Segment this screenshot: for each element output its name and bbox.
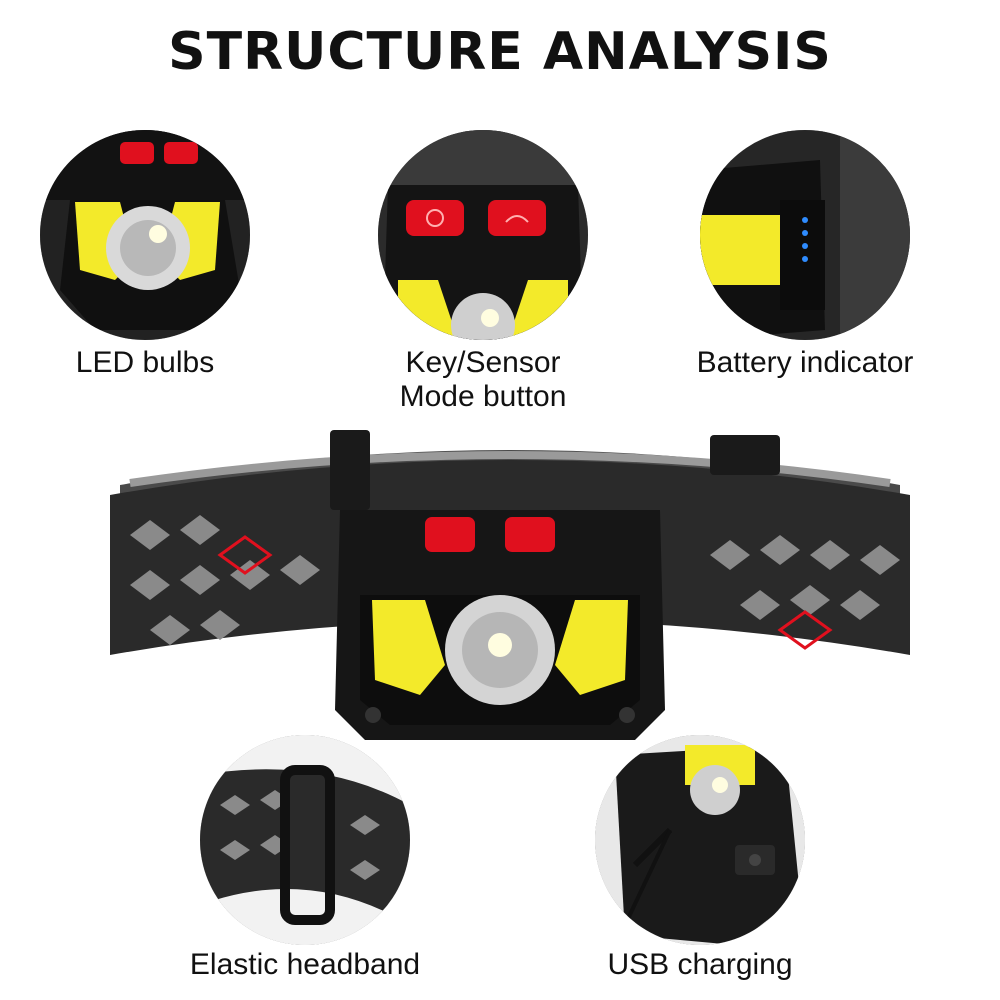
power-button-main — [425, 517, 475, 552]
battery-indicator-label: Battery indicator — [696, 346, 914, 379]
battery-led-2 — [802, 230, 808, 236]
sensor-eye-left — [365, 707, 381, 723]
battery-indicator-closeup — [700, 130, 910, 340]
led-bulbs-closeup — [40, 130, 250, 340]
buckle — [280, 765, 335, 925]
usb-charging-illustration — [595, 735, 805, 945]
sensor-button-shape — [164, 142, 198, 164]
battery-indicator-illustration — [700, 130, 910, 340]
key-sensor-label-line1: Key/Sensor — [405, 346, 561, 379]
key-sensor-illustration — [378, 130, 588, 340]
cob-led-right-main — [555, 600, 628, 695]
power-button-shape — [120, 142, 154, 164]
power-icon — [426, 209, 444, 227]
page-title: STRUCTURE ANALYSIS — [168, 22, 832, 82]
usb-cable — [632, 827, 673, 868]
headband-closeup — [200, 735, 410, 945]
center-led — [149, 225, 167, 243]
usb-charging-label: USB charging — [607, 948, 793, 981]
battery-led-1 — [802, 217, 808, 223]
sensor-wave-icon — [505, 215, 529, 223]
led-bulbs-illustration — [40, 130, 250, 340]
cob-led-left-main — [372, 600, 445, 695]
battery-led-3 — [802, 243, 808, 249]
power-button-shape — [406, 200, 464, 236]
sensor-button-main — [505, 517, 555, 552]
headlamp-main-illustration — [90, 425, 930, 745]
key-sensor-closeup — [378, 130, 588, 340]
headband-label: Elastic headband — [189, 948, 421, 981]
key-sensor-label: Key/Sensor Mode button — [345, 346, 621, 414]
sensor-eye-right — [619, 707, 635, 723]
key-sensor-label-line2: Mode button — [399, 380, 567, 413]
center-led-main — [488, 633, 512, 657]
headband-illustration — [200, 735, 410, 945]
sensor-button-shape — [488, 200, 546, 236]
led-bulbs-label: LED bulbs — [75, 346, 215, 379]
usb-charging-closeup — [595, 735, 805, 945]
battery-led-4 — [802, 256, 808, 262]
